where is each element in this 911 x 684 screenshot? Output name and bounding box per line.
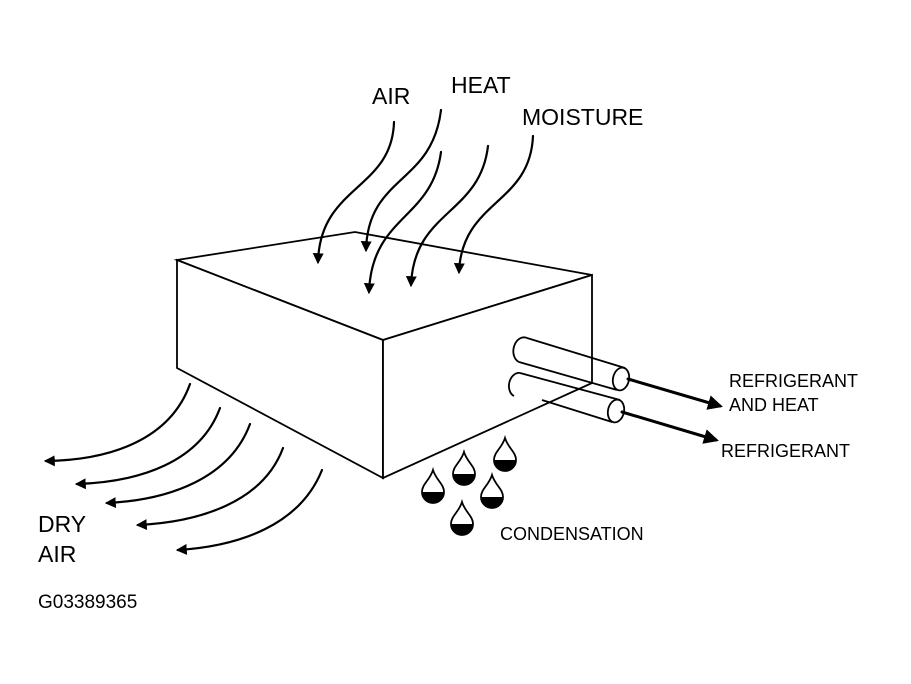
condensation-label: CONDENSATION — [500, 524, 644, 544]
dry-air-arrow — [104, 422, 252, 509]
dry-air-arrow — [43, 382, 192, 467]
condensation-droplets — [421, 434, 517, 536]
refrigerant-tubes — [508, 336, 723, 444]
heat-inflow-arrow-2 — [363, 150, 443, 295]
refrigerant-and-heat-label-line1: REFRIGERANT — [729, 371, 858, 391]
air-label: AIR — [372, 83, 410, 109]
heat-inflow-arrow — [360, 108, 443, 253]
moisture-inflow-arrow-2 — [453, 134, 535, 275]
dry-air-label-line2: AIR — [38, 541, 76, 567]
moisture-label: MOISTURE — [522, 104, 643, 130]
refrigerant-and-heat-arrow — [626, 377, 723, 410]
evaporator-box — [173, 231, 593, 480]
heat-label: HEAT — [451, 72, 511, 98]
dry-air-arrows — [43, 382, 324, 555]
inflow-arrows — [312, 108, 535, 295]
dry-air-arrow — [74, 406, 222, 490]
dry-air-arrow — [175, 468, 324, 555]
refrigerant-label: REFRIGERANT — [721, 441, 850, 461]
figure-id: G03389365 — [38, 592, 137, 613]
air-inflow-arrow — [312, 120, 396, 265]
refrigerant-and-heat-label-line2: AND HEAT — [729, 395, 819, 415]
dry-air-label-line1: DRY — [38, 511, 86, 537]
dry-air-arrow — [135, 446, 285, 531]
moisture-inflow-arrow — [405, 144, 490, 288]
refrigerant-arrow — [620, 410, 719, 444]
